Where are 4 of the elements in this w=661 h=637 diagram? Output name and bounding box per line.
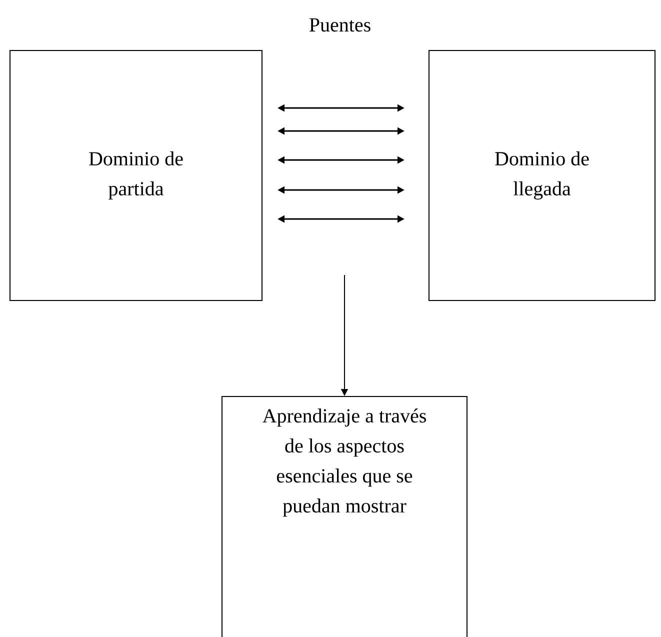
label: Puentes	[309, 18, 370, 32]
process-box: Dominio de partida	[10, 50, 262, 301]
process-box: Dominio de llegada	[428, 50, 656, 301]
process-box: Aprendizaje a través de los aspectos esenciales que se puedan mostrar	[222, 396, 468, 637]
